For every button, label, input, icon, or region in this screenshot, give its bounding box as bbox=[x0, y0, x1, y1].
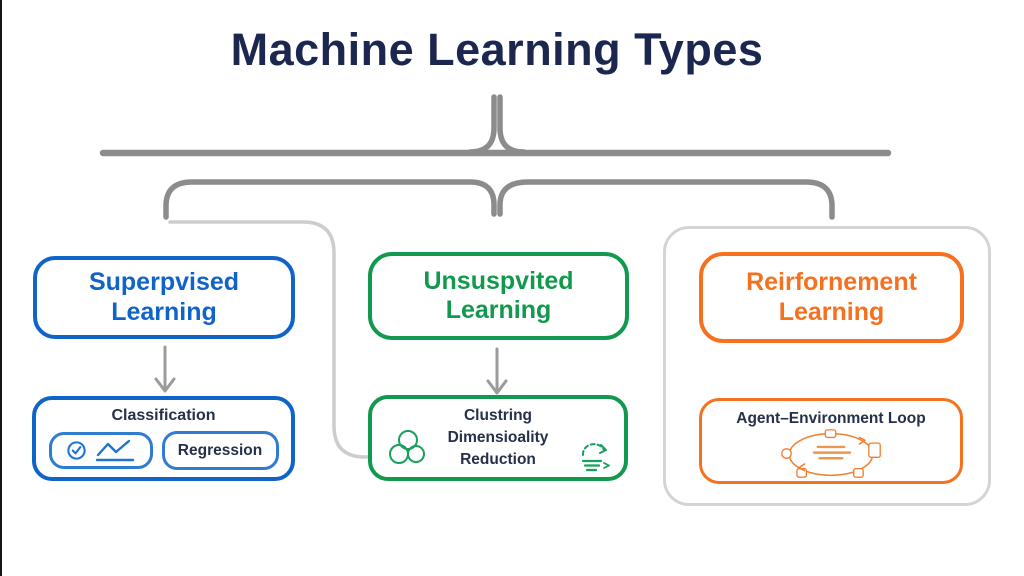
supervised-learning-label: Superpvised Learning bbox=[88, 268, 240, 326]
classification-icons-box bbox=[48, 432, 153, 469]
unsupervised-learning-box: Unsuspvited Learning bbox=[368, 252, 629, 340]
down-arrow-unsupervised bbox=[486, 347, 508, 395]
regression-box: Regression bbox=[161, 431, 279, 470]
left-edge-bar bbox=[0, 0, 2, 576]
clustering-reduction-label: Clustring Dimensioality Reduction bbox=[447, 407, 549, 468]
agent-environment-loop-label: Agent–Environment Loop bbox=[736, 410, 926, 427]
unsupervised-learning-label: Unsuspvited Learning bbox=[423, 266, 574, 325]
bracket-right-half bbox=[497, 179, 835, 220]
cluster-circles-icon bbox=[385, 429, 431, 471]
bracket-left-half bbox=[163, 179, 497, 220]
supervised-learning-box: Superpvised Learning bbox=[33, 256, 295, 339]
classification-label: Classification bbox=[111, 407, 216, 424]
down-arrow-supervised bbox=[154, 345, 176, 393]
reinforcement-learning-label: Reirfornement Learning bbox=[746, 268, 917, 326]
title-stem-right-flare bbox=[497, 94, 527, 155]
clustering-reduction-box: Clustring Dimensioality Reduction bbox=[368, 395, 628, 481]
light-elbow-connector bbox=[168, 220, 374, 459]
page-title: Machine Learning Types bbox=[230, 24, 764, 75]
title-stem-left-flare bbox=[467, 94, 497, 155]
supervised-detail-row: Regression bbox=[48, 431, 279, 470]
line-chart-icon bbox=[95, 439, 134, 461]
agent-environment-loop-box: Agent–Environment Loop bbox=[699, 398, 963, 484]
agent-environment-loop-icon bbox=[781, 429, 881, 478]
recycle-list-icon bbox=[576, 441, 614, 478]
regression-label: Regression bbox=[177, 441, 263, 459]
classification-regression-box: Classification Regression bbox=[32, 396, 295, 481]
reinforcement-learning-box: Reirfornement Learning bbox=[699, 252, 964, 343]
check-circle-icon bbox=[66, 441, 86, 460]
